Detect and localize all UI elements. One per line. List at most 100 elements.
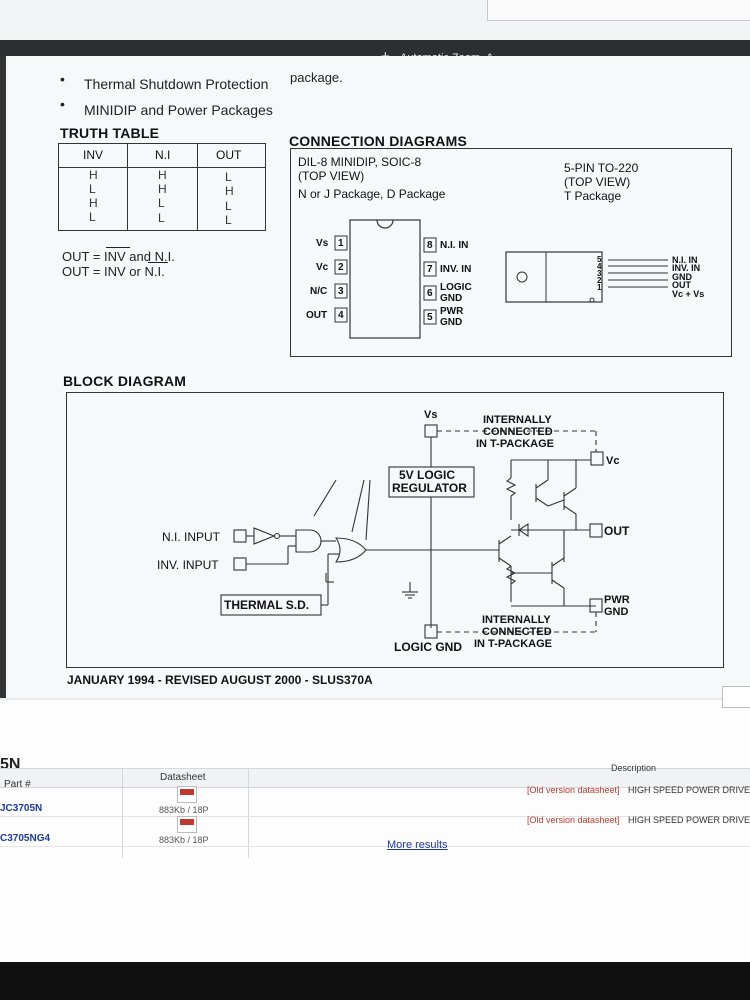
gnd-label: GND — [604, 606, 629, 618]
to220-pin-label: N.I. IN — [672, 255, 698, 265]
results-table-header: Part # Datasheet Description — [0, 763, 750, 790]
pin-box — [334, 307, 348, 323]
truth-cell: H — [158, 168, 167, 182]
bullet-dot: • — [60, 96, 65, 112]
ni-input-label: N.I. INPUT — [162, 530, 221, 544]
pwr-label: PWR — [604, 594, 630, 606]
dip-pin-number: 8 — [427, 240, 433, 251]
pdf-page: • Thermal Shutdown Protection • MINIDIP … — [6, 56, 750, 698]
truth-cell: L — [89, 210, 96, 224]
browser-top-area — [0, 0, 750, 40]
dip-body — [349, 219, 421, 339]
to220-pin-label: GND — [672, 272, 692, 282]
bullet-dot: • — [60, 71, 65, 87]
more-results-link[interactable]: More results — [387, 839, 448, 851]
to220-pin-number: 5 — [597, 255, 602, 264]
pdf-icon[interactable] — [177, 786, 197, 803]
wire — [563, 505, 577, 515]
logic-gnd-label: LOGIC GND — [394, 640, 462, 654]
internal-top-3: IN T-PACKAGE — [476, 438, 555, 450]
dip-pin-label: OUT — [306, 310, 328, 321]
dip-pin-number: 1 — [338, 238, 344, 249]
truth-table-title: TRUTH TABLE — [60, 125, 160, 141]
buffer-gate — [253, 527, 276, 545]
vc-label: Vc — [606, 455, 620, 467]
wire — [498, 557, 512, 567]
to220-pin-number: 1 — [597, 283, 602, 292]
wire — [547, 499, 565, 507]
table-row: C3705NG4 883Kb / 18P [Old version datash… — [0, 815, 750, 847]
vs-pin — [424, 424, 438, 438]
to220-body — [505, 251, 603, 303]
truth-cell: L — [158, 211, 165, 225]
arrow-line — [313, 479, 337, 517]
truth-cell: L — [89, 182, 96, 196]
dip-pin-label: Vs — [316, 238, 329, 249]
internal-bot-3: IN T-PACKAGE — [474, 638, 553, 650]
truth-table: INV N.I OUT H H L L H H H L L L L L — [58, 143, 266, 231]
table-row: JC3705N 883Kb / 18P [Old version datashe… — [0, 785, 750, 817]
thermal-label: THERMAL S.D. — [224, 598, 310, 612]
wire — [535, 497, 549, 507]
part-link[interactable]: C3705NG4 — [0, 833, 51, 844]
dip-pin-label: GND — [440, 293, 463, 304]
block-diagram-title: BLOCK DIAGRAM — [63, 373, 187, 389]
vc-pin — [590, 451, 604, 466]
pdf-icon[interactable] — [177, 816, 197, 833]
to220-pin-label: OUT — [672, 280, 691, 290]
diode — [518, 522, 529, 538]
scroll-widget[interactable] — [722, 686, 750, 708]
to220-pin-number: 4 — [597, 262, 602, 271]
description: HIGH SPEED POWER DRIVER — [628, 815, 750, 825]
pin-box — [423, 261, 437, 277]
part-link[interactable]: JC3705N — [0, 803, 43, 814]
to220-heading-3: T Package — [564, 189, 622, 203]
revision-footer: JANUARY 1994 - REVISED AUGUST 2000 - SLU… — [67, 673, 373, 687]
inv-input-pin — [233, 557, 247, 571]
header-datasheet: Datasheet — [160, 772, 206, 783]
dip-pin-number: 5 — [427, 312, 433, 323]
regulator-label-2: REGULATOR — [392, 481, 467, 495]
inverter-bubble — [273, 532, 281, 540]
truth-header-ni: N.I — [155, 148, 171, 162]
vs-label: Vs — [424, 409, 438, 421]
connection-diagram-box — [290, 148, 732, 357]
dip-heading-1: DIL-8 MINIDIP, SOIC-8 — [298, 155, 422, 169]
feature-packages: MINIDIP and Power Packages — [84, 102, 273, 118]
pin-box — [334, 235, 348, 251]
dip-heading-3: N or J Package, D Package — [298, 187, 446, 201]
truth-cell: L — [225, 170, 232, 184]
block-diagram-box — [66, 392, 724, 668]
old-version-tag[interactable]: [Old version datasheet] — [527, 785, 620, 795]
ni-input-pin — [233, 529, 247, 543]
dip-pin-label: LOGIC — [440, 282, 472, 293]
truth-header-out: OUT — [216, 148, 242, 162]
and-gate — [295, 529, 322, 553]
to220-pin-number: 3 — [597, 269, 602, 278]
truth-cell: H — [225, 184, 234, 198]
file-size: 883Kb / 18P — [159, 805, 209, 815]
divider — [59, 167, 265, 168]
dip-pin-number: 4 — [338, 310, 344, 321]
truth-cell: L — [158, 196, 165, 210]
feature-thermal: Thermal Shutdown Protection — [84, 76, 269, 92]
to220-heading-1: 5-PIN TO-220 — [564, 161, 639, 175]
out-pin — [589, 523, 603, 538]
search-box[interactable] — [487, 0, 750, 21]
arrow-line — [365, 479, 371, 541]
pin-box — [334, 283, 348, 299]
wire — [563, 487, 577, 497]
pin1-mark — [589, 297, 595, 303]
wire — [498, 535, 512, 545]
to220-pin-label: INV. IN — [672, 263, 701, 273]
truth-cell: H — [158, 182, 167, 196]
divider — [248, 768, 249, 858]
pin-box — [334, 259, 348, 275]
out-label: OUT — [604, 524, 630, 538]
old-version-tag[interactable]: [Old version datasheet] — [527, 815, 620, 825]
overline — [148, 262, 168, 263]
dip-heading-2: (TOP VIEW) — [298, 169, 365, 183]
wire — [535, 479, 549, 489]
wire — [551, 557, 565, 567]
header-description: Description — [611, 763, 657, 773]
